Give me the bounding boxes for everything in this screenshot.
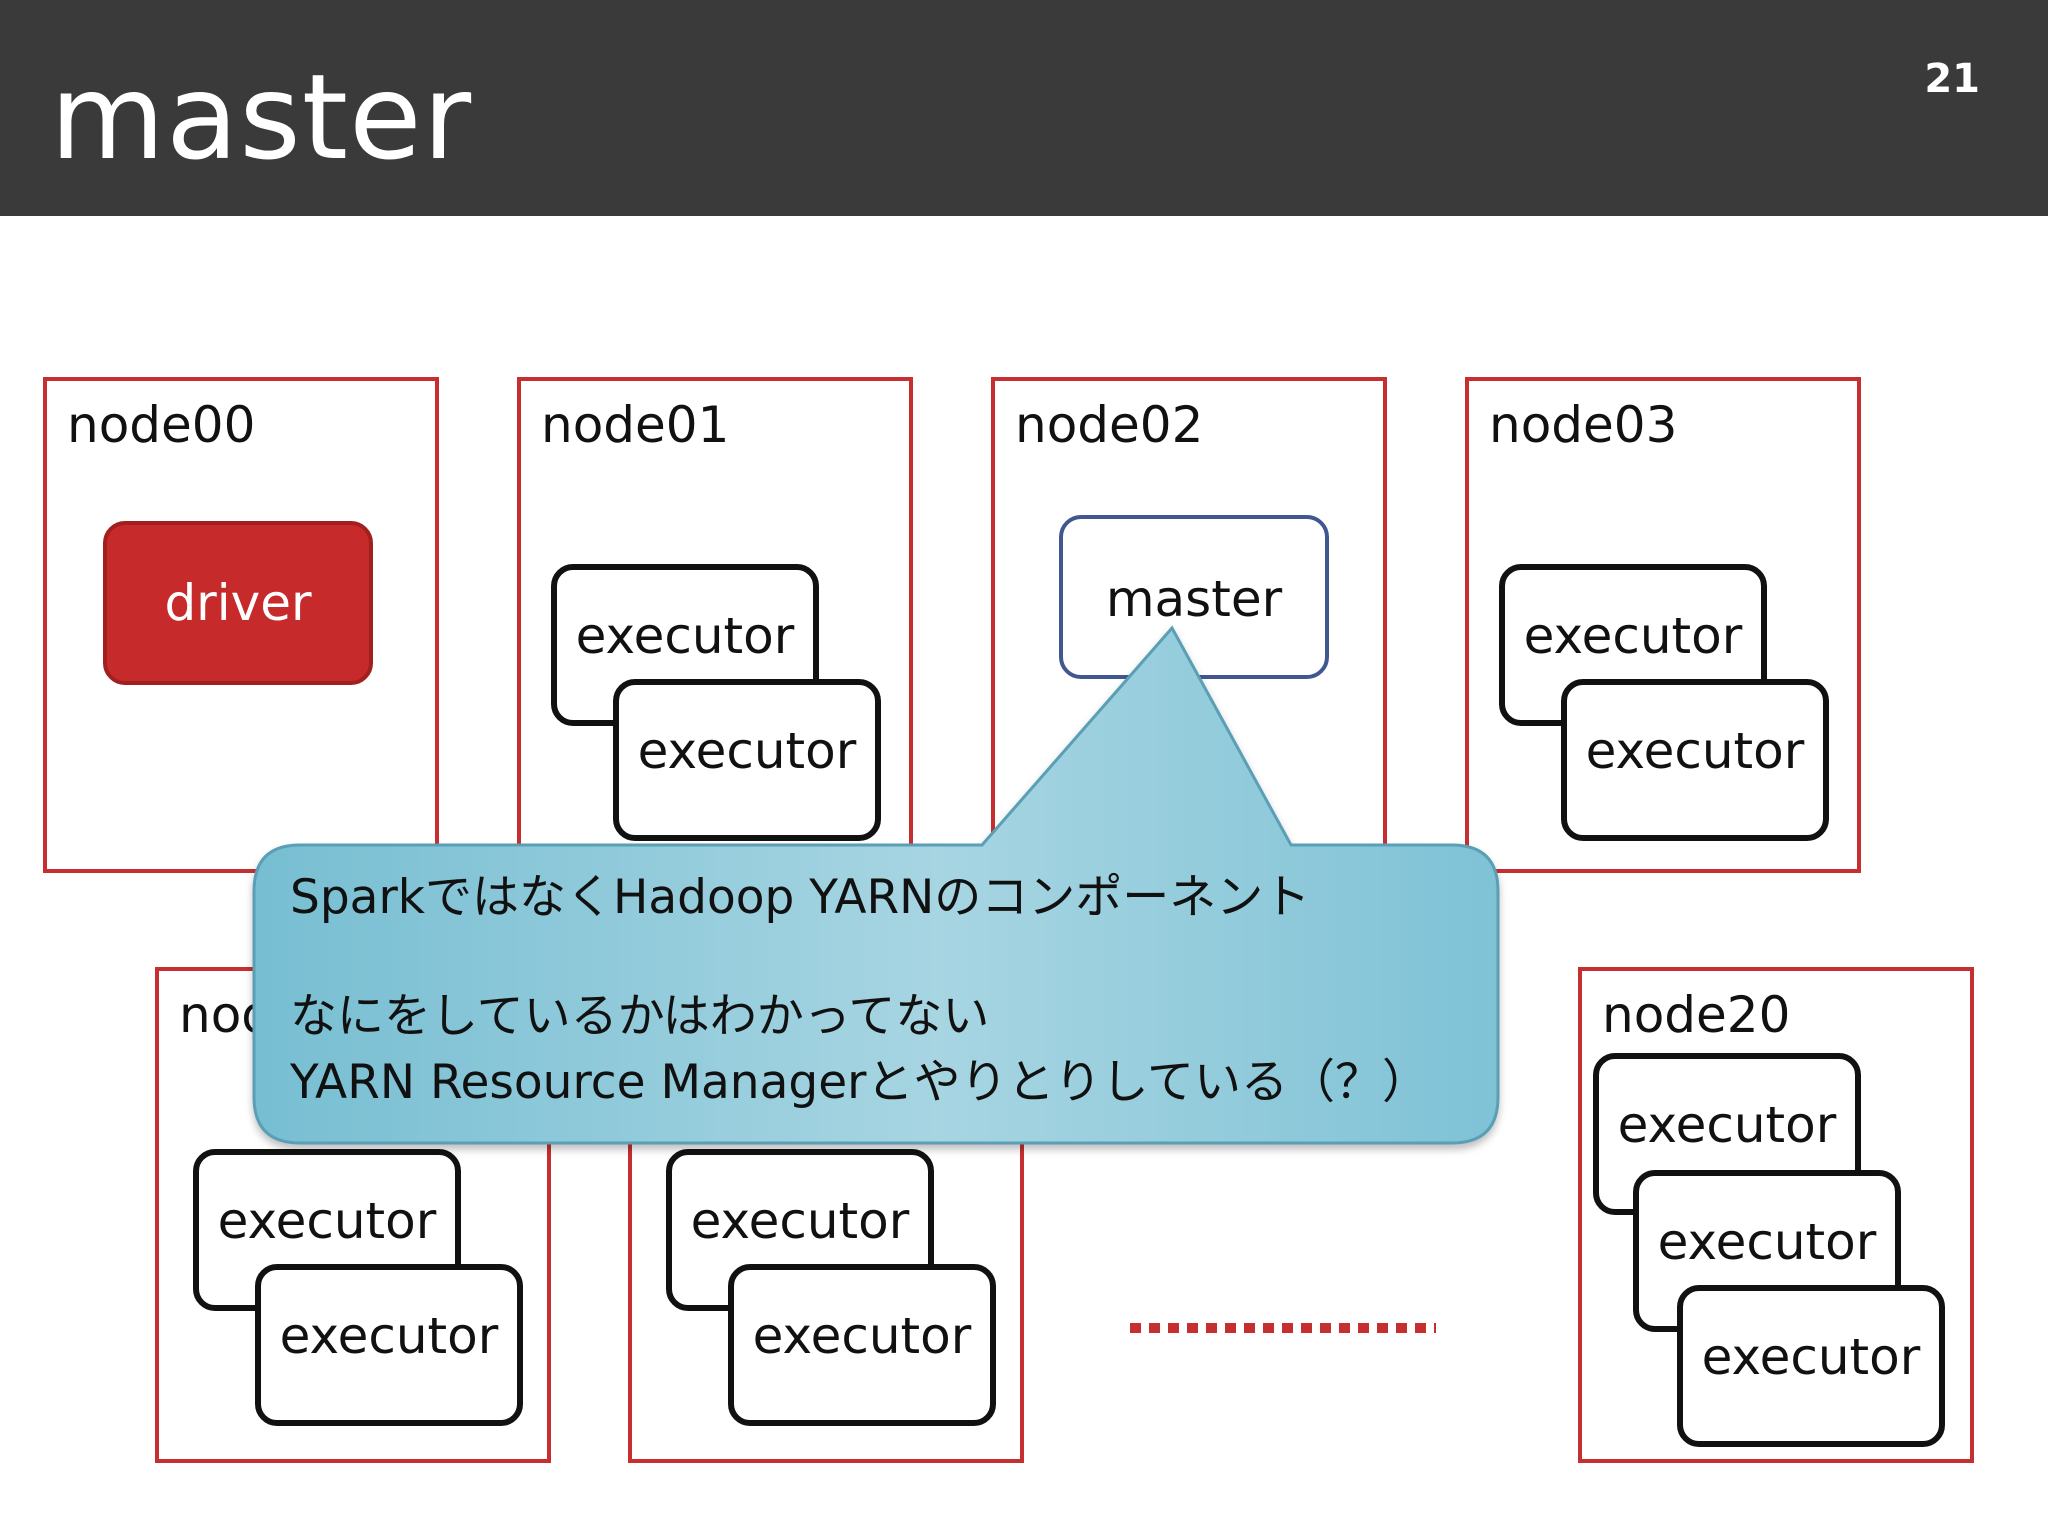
ellipsis-dots <box>1130 1323 1436 1333</box>
executor-box: executor <box>1677 1285 1945 1447</box>
callout-line-1: SparkではなくHadoop YARNのコンポーネント <box>290 870 1311 925</box>
slide-title: master <box>50 48 473 186</box>
node-label: node00 <box>67 396 256 454</box>
slide-header: master 21 <box>0 0 2048 216</box>
page-number: 21 <box>1924 56 1980 102</box>
node-label: node20 <box>1602 986 1791 1044</box>
node-label: node03 <box>1489 396 1678 454</box>
node-label: node01 <box>541 396 730 454</box>
executor-box: executor <box>613 679 881 841</box>
executor-box: executor <box>255 1264 523 1426</box>
driver-box: driver <box>103 521 373 685</box>
node-box-node00: node00 driver <box>43 377 439 873</box>
node-box-node02: node02 master <box>991 377 1387 873</box>
node-box-node20: node20 executor executor executor <box>1578 967 1974 1463</box>
executor-box: executor <box>1561 679 1829 841</box>
callout-line-2: なにをしているかはわかってない <box>290 989 990 1044</box>
callout-line-3: YARN Resource Managerとやりとりしている（？） <box>290 1055 1430 1110</box>
node-box-node10: node10 executor executor <box>155 967 551 1463</box>
node-box-node03: node03 executor executor <box>1465 377 1861 873</box>
master-box: master <box>1059 515 1329 679</box>
node-box-node01: node01 executor executor <box>517 377 913 873</box>
executor-box: executor <box>728 1264 996 1426</box>
node-label: node02 <box>1015 396 1204 454</box>
